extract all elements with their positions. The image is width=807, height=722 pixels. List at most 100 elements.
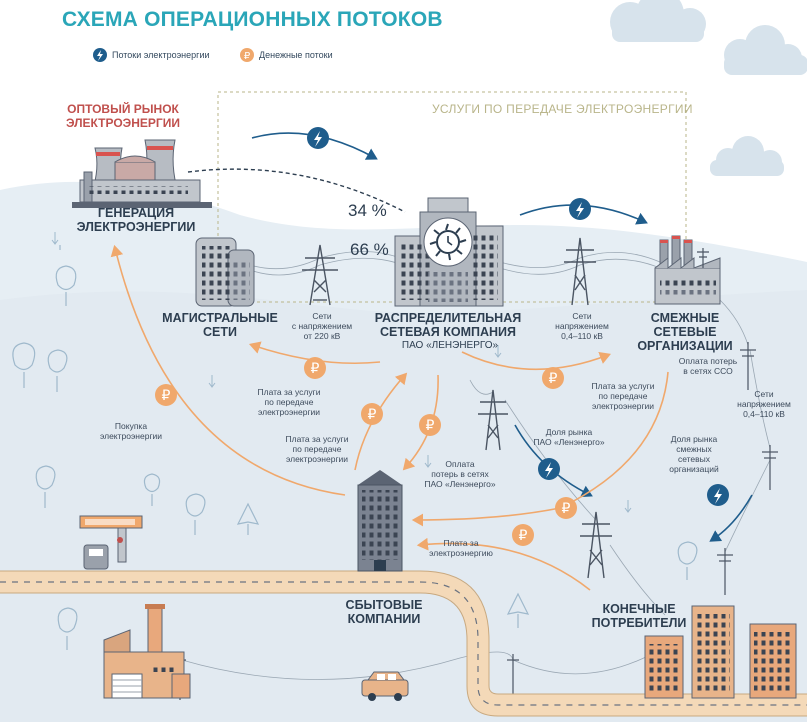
grid-04-right-line2: напряжением xyxy=(737,399,791,409)
pay-services-left-line3: электроэнергии xyxy=(257,407,321,417)
svg-text:₽: ₽ xyxy=(162,388,171,404)
share-adjacent-line4: организаций xyxy=(669,464,719,474)
loss-sso-line1: Оплата потерь xyxy=(678,356,738,366)
distribution-company-heading: РАСПРЕДЕЛИТЕЛЬНАЯ СЕТЕВАЯ КОМПАНИЯ xyxy=(368,311,528,339)
pay-services-right-line1: Плата за услуги xyxy=(591,381,655,391)
grid-220-line2: с напряжением xyxy=(291,321,353,331)
share-adjacent-line2: смежных xyxy=(676,444,712,454)
grid-04-right-line1: Сети xyxy=(754,389,774,399)
sales-companies-heading: СБЫТОВЫЕ КОМПАНИИ xyxy=(324,598,444,626)
svg-text:₽: ₽ xyxy=(549,371,558,387)
pay-electricity-line2: электроэнергию xyxy=(429,548,493,558)
pay-electricity-line1: Плата за xyxy=(443,538,479,548)
main-grids-line2: СЕТИ xyxy=(203,325,237,339)
svg-text:₽: ₽ xyxy=(562,501,571,517)
pay-services-mid-line3: электроэнергии xyxy=(285,454,349,464)
loss-lenenergo-line1: Оплата xyxy=(445,459,475,469)
transmission-tower-04-110-icon xyxy=(564,237,596,306)
loss-sso-caption: Оплата потерь в сетях ССО xyxy=(670,356,746,376)
svg-text:₽: ₽ xyxy=(368,407,377,423)
energy-lightning-icons xyxy=(307,127,729,506)
small-down-arrows xyxy=(51,232,632,513)
sales-line1: СБЫТОВЫЕ xyxy=(345,598,423,612)
pay-services-right-line2: по передаче xyxy=(598,391,648,401)
gas-station-icon xyxy=(79,515,143,570)
adjacent-organizations-heading: СМЕЖНЫЕ СЕТЕВЫЕ ОРГАНИЗАЦИИ xyxy=(630,311,740,353)
main-grids-heading: МАГИСТРАЛЬНЫЕ СЕТИ xyxy=(150,311,290,339)
svg-text:₽: ₽ xyxy=(426,418,435,434)
car-icon xyxy=(361,671,409,701)
adjacent-line2: СЕТЕВЫЕ xyxy=(653,325,717,339)
page-title: СХЕМА ОПЕРАЦИОННЫХ ПОТОКОВ xyxy=(62,8,443,31)
transmission-tower-220-icon xyxy=(302,244,338,306)
main-grids-building-icon xyxy=(195,237,255,307)
consumers-line2: ПОТРЕБИТЕЛИ xyxy=(591,616,687,630)
services-box-label: УСЛУГИ ПО ПЕРЕДАЧЕ ЭЛЕКТРОЭНЕРГИИ xyxy=(432,102,693,116)
adjacent-line3: ОРГАНИЗАЦИИ xyxy=(637,339,733,353)
consumer-buildings-icon xyxy=(644,605,797,699)
legend-lightning-icon xyxy=(93,48,107,62)
svg-text:₽: ₽ xyxy=(244,51,251,62)
grid-04-right-caption: Сети напряжением 0,4–110 кВ xyxy=(726,389,802,419)
distribution-company-building-icon xyxy=(394,197,504,307)
sales-company-building-icon xyxy=(357,470,403,572)
pay-electricity-caption: Плата за электроэнергию xyxy=(416,538,506,558)
factory-bottom-icon xyxy=(103,604,191,699)
loss-sso-line2: в сетях ССО xyxy=(683,366,733,376)
wholesale-line2: ЭЛЕКТРОЭНЕРГИИ xyxy=(66,116,180,130)
distribution-line2: СЕТЕВАЯ КОМПАНИЯ xyxy=(380,325,516,339)
share-lenenergo-caption: Доля рынка ПАО «Ленэнерго» xyxy=(524,427,614,447)
grid-04-110-line1: Сети xyxy=(572,311,592,321)
main-grids-line1: МАГИСТРАЛЬНЫЕ xyxy=(162,311,278,325)
sales-line2: КОМПАНИИ xyxy=(347,612,421,626)
generation-heading: ГЕНЕРАЦИЯ ЭЛЕКТРОЭНЕРГИИ xyxy=(66,206,206,234)
power-plant-icon xyxy=(72,139,212,208)
legend-ruble-icon: ₽ xyxy=(240,48,254,62)
trees xyxy=(12,245,698,650)
cloud-top-right xyxy=(610,0,706,42)
end-consumers-heading: КОНЕЧНЫЕ ПОТРЕБИТЕЛИ xyxy=(584,602,694,630)
grid-220-line1: Сети xyxy=(312,311,332,321)
distribution-company-subtitle: ПАО «ЛЕНЭНЕРГО» xyxy=(401,340,499,351)
share-adjacent-caption: Доля рынка смежных сетевых организаций xyxy=(654,434,734,474)
grid-04-110-caption: Сети напряжением 0,4–110 кВ xyxy=(542,311,622,341)
transmission-tower-low-icon xyxy=(580,511,612,579)
legend-money-label: Денежные потоки xyxy=(259,50,333,60)
pay-services-mid-line1: Плата за услуги xyxy=(285,434,349,444)
road xyxy=(0,570,807,717)
purchase-line2: электроэнергии xyxy=(99,431,163,441)
generation-line2: ЭЛЕКТРОЭНЕРГИИ xyxy=(76,220,196,234)
pay-services-mid-caption: Плата за услуги по передаче электроэнерг… xyxy=(272,434,362,464)
share-lenenergo-line2: ПАО «Ленэнерго» xyxy=(533,437,605,447)
svg-text:₽: ₽ xyxy=(311,361,320,377)
generation-line1: ГЕНЕРАЦИЯ xyxy=(97,206,175,220)
pay-services-left-caption: Плата за услуги по передаче электроэнерг… xyxy=(244,387,334,417)
loss-lenenergo-caption: Оплата потерь в сетях ПАО «Ленэнерго» xyxy=(410,459,510,489)
grid-04-110-line3: 0,4–110 кВ xyxy=(561,331,603,341)
consumers-line1: КОНЕЧНЫЕ xyxy=(602,602,676,616)
share-adjacent-line1: Доля рынка xyxy=(670,434,718,444)
percent-66: 66 % xyxy=(350,240,389,259)
transmission-tower-mid-icon xyxy=(478,389,508,451)
distribution-line1: РАСПРЕДЕЛИТЕЛЬНАЯ xyxy=(374,311,522,325)
money-ruble-icons: ₽ ₽ ₽ ₽ ₽ ₽ ₽ xyxy=(155,357,577,546)
adjacent-organizations-factory-icon xyxy=(654,235,721,305)
purchase-line1: Покупка xyxy=(114,421,148,431)
grid-220-line3: от 220 кВ xyxy=(303,331,341,341)
wholesale-line1: ОПТОВЫЙ РЫНОК xyxy=(67,102,179,116)
grid-04-110-line2: напряжением xyxy=(555,321,609,331)
pay-services-left-line2: по передаче xyxy=(264,397,314,407)
legend-energy-label: Потоки электроэнергии xyxy=(112,50,210,60)
pay-services-right-caption: Плата за услуги по передаче электроэнерг… xyxy=(578,381,668,411)
grid-04-right-line3: 0,4–110 кВ xyxy=(743,409,785,419)
adjacent-line1: СМЕЖНЫЕ xyxy=(650,311,720,325)
power-lines xyxy=(181,251,771,680)
share-adjacent-line3: сетевых xyxy=(677,454,711,464)
svg-text:₽: ₽ xyxy=(519,528,528,544)
cloud-right-lower xyxy=(710,136,784,176)
background-hill-front xyxy=(0,290,807,722)
share-lenenergo-line1: Доля рынка xyxy=(545,427,593,437)
pay-services-mid-line2: по передаче xyxy=(292,444,342,454)
